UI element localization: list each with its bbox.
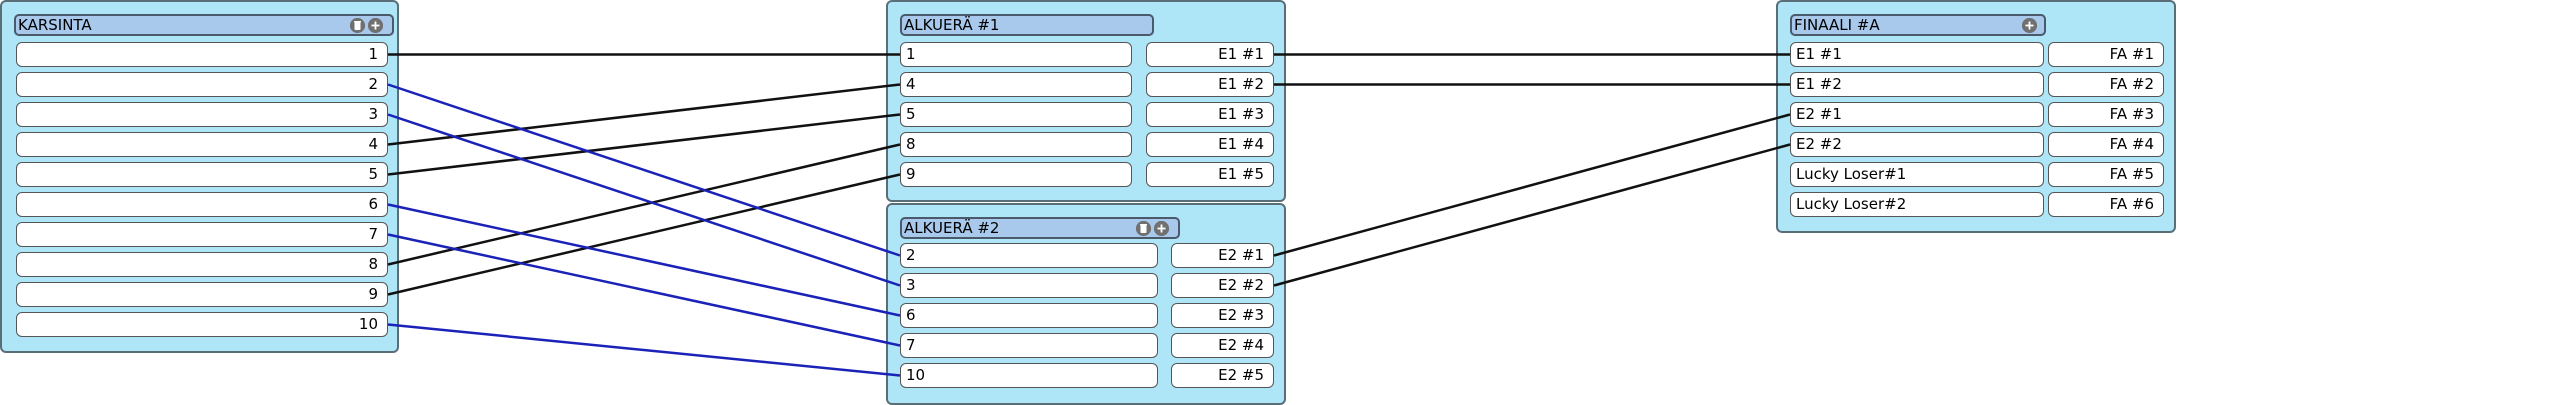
finaali-a-result-slot[interactable]: FA #1 <box>2048 42 2164 67</box>
karsinta-slot[interactable]: 3 <box>16 102 388 127</box>
karsinta-slot[interactable]: 6 <box>16 192 388 217</box>
karsinta-slot[interactable]: 7 <box>16 222 388 247</box>
panel-title-finaali-a-label: FINAALI #A <box>1794 16 1880 34</box>
alkuera-1-result-slot[interactable]: E1 #1 <box>1146 42 1274 67</box>
alkuera-1-result-slot[interactable]: E1 #3 <box>1146 102 1274 127</box>
plus-circle-icon[interactable] <box>2022 18 2037 33</box>
connection-line <box>387 173 901 296</box>
panel-title-alkuera-2[interactable]: ALKUERÄ #2 <box>900 217 1180 239</box>
alkuera-1-entrant-slot[interactable]: 1 <box>900 42 1132 67</box>
connection-line <box>1273 113 1791 257</box>
karsinta-slot[interactable]: 8 <box>16 252 388 277</box>
finaali-a-result-slot[interactable]: FA #6 <box>2048 192 2164 217</box>
connection-line <box>387 323 901 377</box>
finaali-a-entrant-slot[interactable]: E1 #2 <box>1790 72 2044 97</box>
alkuera-1-result-slot[interactable]: E1 #4 <box>1146 132 1274 157</box>
finaali-a-entrant-slot[interactable]: E2 #1 <box>1790 102 2044 127</box>
panel-karsinta: KARSINTA 1 2 3 4 5 6 7 8 9 10 <box>0 0 399 353</box>
alkuera-2-entrant-slot[interactable]: 6 <box>900 303 1158 328</box>
alkuera-2-result-slot[interactable]: E2 #3 <box>1171 303 1274 328</box>
connection-line <box>387 113 901 287</box>
trash-icon[interactable] <box>1136 221 1151 236</box>
plus-circle-icon[interactable] <box>1154 221 1169 236</box>
panel-title-karsinta-label: KARSINTA <box>18 16 92 34</box>
alkuera-2-result-slot[interactable]: E2 #5 <box>1171 363 1274 388</box>
connection-line <box>1273 143 1791 287</box>
finaali-a-entrant-slot[interactable]: E1 #1 <box>1790 42 2044 67</box>
connection-line <box>387 143 901 266</box>
finaali-a-result-slot[interactable]: FA #4 <box>2048 132 2164 157</box>
karsinta-slot[interactable]: 5 <box>16 162 388 187</box>
panel-title-alkuera-1-label: ALKUERÄ #1 <box>904 16 1000 34</box>
alkuera-1-entrant-slot[interactable]: 4 <box>900 72 1132 97</box>
finaali-a-result-slot[interactable]: FA #5 <box>2048 162 2164 187</box>
connection-line <box>387 203 901 317</box>
finaali-a-entrant-slot[interactable]: Lucky Loser#2 <box>1790 192 2044 217</box>
karsinta-slot[interactable]: 9 <box>16 282 388 307</box>
finaali-a-entrant-slot[interactable]: E2 #2 <box>1790 132 2044 157</box>
connection-line <box>387 233 901 347</box>
alkuera-1-entrant-slot[interactable]: 8 <box>900 132 1132 157</box>
panel-title-karsinta[interactable]: KARSINTA <box>14 14 394 36</box>
panel-alkuera-2: ALKUERÄ #2 2 E2 #1 3 E2 #2 6 E2 #3 7 E2 #4 10 E2 … <box>886 203 1286 405</box>
alkuera-1-entrant-slot[interactable]: 5 <box>900 102 1132 127</box>
karsinta-slot[interactable]: 4 <box>16 132 388 157</box>
connection-line <box>387 83 901 257</box>
connection-line <box>387 83 901 146</box>
finaali-a-entrant-slot[interactable]: Lucky Loser#1 <box>1790 162 2044 187</box>
alkuera-2-entrant-slot[interactable]: 3 <box>900 273 1158 298</box>
connection-line <box>387 113 901 176</box>
panel-title-alkuera-1[interactable]: ALKUERÄ #1 <box>900 14 1154 36</box>
alkuera-1-entrant-slot[interactable]: 9 <box>900 162 1132 187</box>
finaali-a-result-slot[interactable]: FA #3 <box>2048 102 2164 127</box>
alkuera-2-result-slot[interactable]: E2 #1 <box>1171 243 1274 268</box>
finaali-a-result-slot[interactable]: FA #2 <box>2048 72 2164 97</box>
karsinta-slot[interactable]: 2 <box>16 72 388 97</box>
plus-circle-icon[interactable] <box>368 18 383 33</box>
alkuera-2-result-slot[interactable]: E2 #2 <box>1171 273 1274 298</box>
alkuera-2-result-slot[interactable]: E2 #4 <box>1171 333 1274 358</box>
alkuera-2-entrant-slot[interactable]: 2 <box>900 243 1158 268</box>
panel-title-finaali-a[interactable]: FINAALI #A <box>1790 14 2046 36</box>
alkuera-2-entrant-slot[interactable]: 7 <box>900 333 1158 358</box>
trash-icon[interactable] <box>350 18 365 33</box>
alkuera-1-result-slot[interactable]: E1 #5 <box>1146 162 1274 187</box>
karsinta-slot[interactable]: 1 <box>16 42 388 67</box>
alkuera-1-result-slot[interactable]: E1 #2 <box>1146 72 1274 97</box>
alkuera-2-entrant-slot[interactable]: 10 <box>900 363 1158 388</box>
panel-alkuera-1: ALKUERÄ #1 1 E1 #1 4 E1 #2 5 E1 #3 8 E1 #4 9 E1 #… <box>886 0 1286 202</box>
karsinta-slot[interactable]: 10 <box>16 312 388 337</box>
panel-title-alkuera-2-label: ALKUERÄ #2 <box>904 219 1000 237</box>
